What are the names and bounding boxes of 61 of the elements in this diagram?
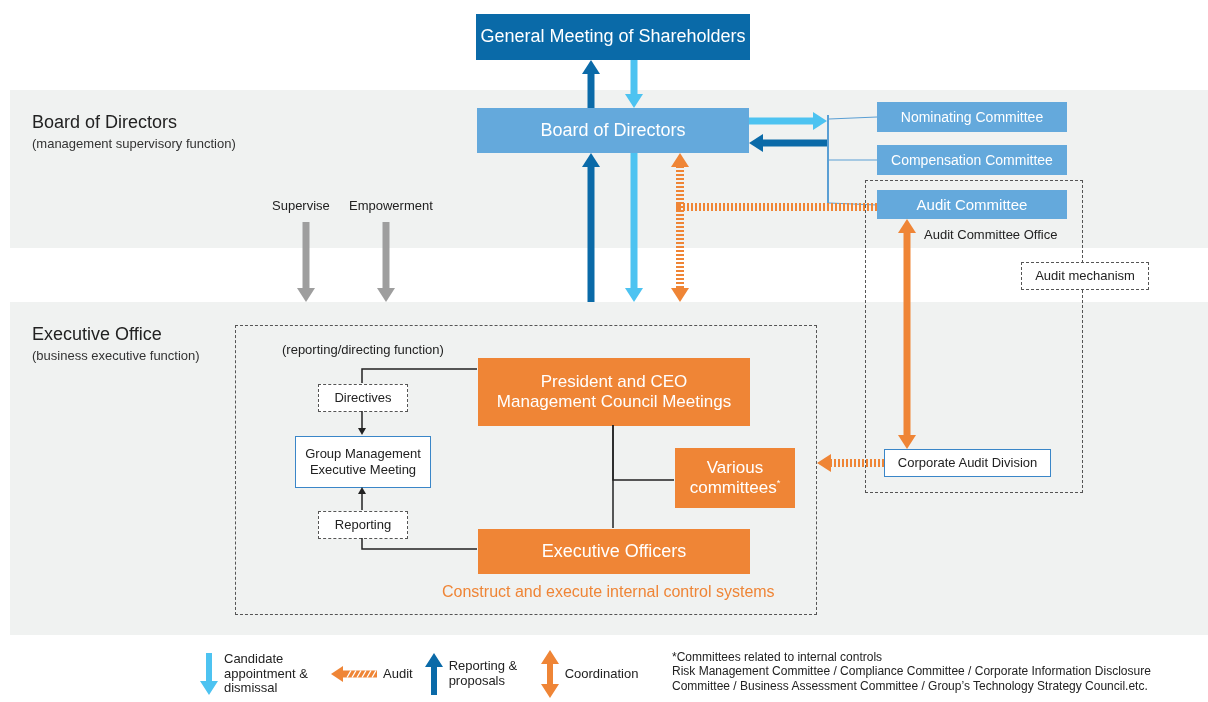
process-box [478, 529, 750, 574]
process-box [295, 436, 431, 488]
footnote: Risk Management Committee / Compliance Committee / Corporate Information Disclosure Committee / Business Assessment Committee / Group’s Technology Strategy Council.etc. [672, 664, 1152, 694]
box-label: Various committees$^{*}$ [688, 457, 782, 499]
audit-arrow [817, 454, 884, 472]
legend-label: Coordination [564, 666, 639, 682]
box-label: Nominating Committee [900, 108, 1044, 126]
section-subtitle: (management supervisory function) [32, 135, 236, 151]
section-subtitle: (business executive function) [32, 347, 200, 363]
arrow [625, 153, 643, 302]
box-label: Audit mechanism [1035, 268, 1135, 284]
section-title: Board of Directors [32, 112, 178, 134]
dashed-box [318, 511, 408, 539]
process-box [877, 190, 1067, 219]
box-label: Executive Officers [541, 540, 687, 563]
box-label: Compensation Committee [891, 151, 1053, 169]
arrow [297, 222, 315, 302]
edge-label: Empowerment [349, 198, 433, 213]
process-box [884, 449, 1051, 477]
arrow [377, 222, 395, 302]
arrow [358, 410, 366, 435]
legend-label: Audit [383, 666, 413, 682]
connector-line [361, 368, 478, 384]
section-band [10, 90, 1208, 248]
connector-line [612, 424, 675, 481]
box-label: Reporting [334, 517, 392, 533]
arrow [582, 153, 600, 302]
section-band [10, 302, 1208, 635]
dashed-box [318, 384, 408, 412]
box-label: Board of Directors [540, 119, 686, 142]
process-box [675, 448, 795, 508]
group-caption: Construct and execute internal control systems [442, 582, 775, 602]
edge-label: Supervise [272, 198, 330, 213]
dashed-region [235, 325, 817, 615]
legend-label: Reporting & proposals [448, 659, 519, 689]
arrow [625, 60, 643, 108]
dashed-box [1021, 262, 1149, 290]
process-box [478, 358, 750, 426]
legend-label: Candidate appointment & dismissal [224, 651, 309, 697]
connector-line [828, 202, 878, 206]
process-box [476, 14, 750, 60]
footnote: *Committees related to internal controls [672, 650, 884, 665]
connector-line [828, 116, 878, 120]
connector-line [361, 537, 478, 550]
box-label: Audit Committee [916, 195, 1028, 214]
section-title: Executive Office [32, 324, 162, 346]
group-label: (reporting/directing function) [282, 342, 444, 358]
box-label: Corporate Audit Division [897, 455, 1038, 471]
process-box [877, 102, 1067, 132]
arrow [749, 112, 827, 130]
connector-line [828, 159, 878, 161]
box-label: General Meeting of Shareholders [480, 26, 746, 48]
arrow [358, 487, 366, 511]
office-label: Audit Committee Office [924, 227, 1058, 242]
box-label: Group Management Executive Meeting [304, 446, 422, 478]
process-box [877, 145, 1067, 175]
arrow [898, 219, 916, 449]
box-label: Directives [334, 390, 392, 406]
box-label: President and CEO Management Council Meetings [495, 371, 733, 413]
arrow [582, 60, 600, 108]
process-box [477, 108, 749, 153]
